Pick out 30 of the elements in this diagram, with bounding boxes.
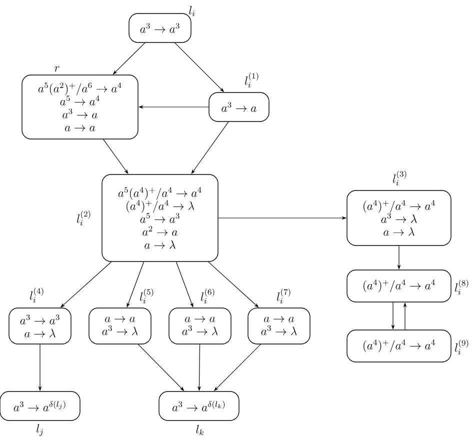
rule-box: $a \to a$ $a^3 \to \lambda$ <box>168 308 232 344</box>
node-label: $l_i^{(7)}$ <box>277 288 290 304</box>
node-label: $l_k$ <box>196 424 204 436</box>
node-label: $r$ <box>54 66 60 72</box>
node-label: $a^5 \to a^3$ <box>140 213 180 223</box>
node-label: $a^5(a^4)^+/a^4 \to a^4$ <box>118 187 202 200</box>
node-label: $l_i^{(4)}$ <box>30 288 44 302</box>
node-label: $(a^4)^+/a^4 \to \lambda$ <box>126 200 194 213</box>
node-label: $l_i^{(6)}$ <box>201 288 214 304</box>
rule-box: $a \to a$ $a^3 \to \lambda$ <box>88 308 152 344</box>
rule-box: $a^3 \to a$ <box>208 92 270 122</box>
node-label: $l_i^{(3)}$ <box>393 170 406 186</box>
rule-box: $a \to a$ $a^3 \to \lambda$ <box>248 308 310 344</box>
node-label: $l_i^{(1)}$ <box>245 72 258 88</box>
rule-box: $a^3 \to a^{\delta(l_k)}$ <box>158 391 240 421</box>
node-label: $a^5(a^2)^+/a^6 \to a^4$ <box>38 82 122 96</box>
rule-box: $a^3 \to a^{\delta(l_j)}$ <box>0 391 80 421</box>
node-label: $a \to \lambda$ <box>144 240 176 249</box>
rule-box: $a^3 \to a^3$ $a \to \lambda$ <box>8 308 72 344</box>
rule-box: $a^3 \to a^3$ <box>128 13 192 43</box>
node-label: $a^3 \to a$ <box>62 108 98 118</box>
node-label: $l_i^{(5)}$ <box>140 288 154 304</box>
node-label: $a \to a$ <box>65 125 96 132</box>
node-label: $a^5 \to a^4$ <box>60 96 100 106</box>
node-label: $l_i^{(2)}$ <box>77 210 90 226</box>
node-label: $l_i^{(9)}$ <box>455 340 468 354</box>
node-label: $l_i$ <box>189 6 195 16</box>
node-label: $l_i^{(8)}$ <box>455 280 468 294</box>
node-label: $l_j$ <box>36 424 43 436</box>
node-label: $a^2 \to a$ <box>142 226 178 236</box>
